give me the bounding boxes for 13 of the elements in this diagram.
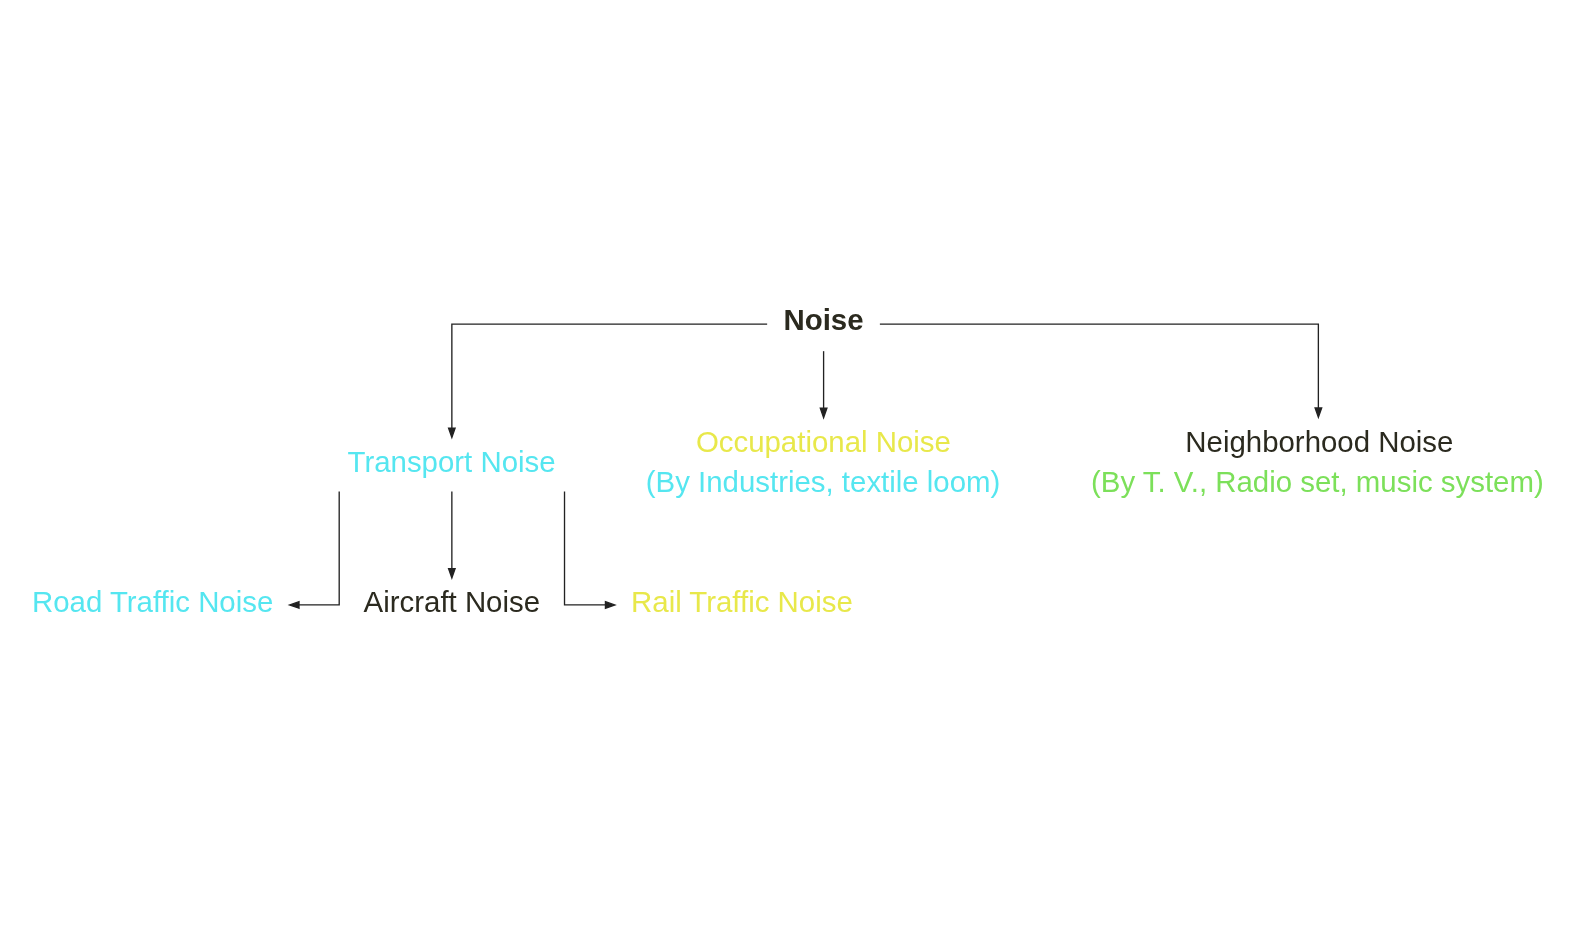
node-text: Rail Traffic Noise	[631, 585, 853, 619]
arrow	[447, 323, 768, 440]
node-text: Noise	[783, 303, 864, 337]
node-text: Aircraft Noise	[363, 585, 541, 619]
node-text: Transport Noise	[347, 444, 556, 478]
arrow	[563, 490, 617, 610]
node-text: Neighborhood Noise (By T. V., Radio set, music system)	[1091, 424, 1544, 499]
node-text: Occupational Noise (By Industries, textile loom)	[645, 424, 1001, 499]
arrow	[287, 490, 340, 610]
arrow	[819, 350, 828, 420]
node-text: Road Traffic Noise	[31, 585, 274, 619]
arrow	[879, 323, 1323, 420]
arrow	[447, 490, 457, 580]
